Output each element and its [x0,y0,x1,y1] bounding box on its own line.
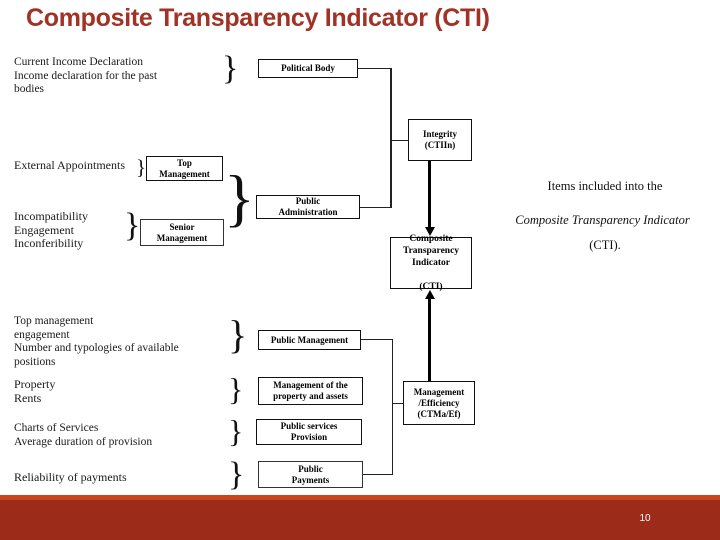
note-line-3: (CTI). [589,238,621,252]
text-current-income-declaration: Current Income Declaration Income declar… [14,56,158,95]
connector-public-administration [360,207,391,209]
box-public-management[interactable]: Public Management [258,330,361,350]
box-management-property-assets[interactable]: Management of the property and assets [258,377,363,405]
text-charts-of-services: Charts of Services Average duration of p… [14,422,153,448]
brace-property-rents: } [228,371,244,407]
connector-trunk-bottom [392,339,394,475]
text-top-management-engagement: Top management engagement Number and typ… [14,315,179,368]
brace-income-declaration: } [222,50,239,87]
connector-trunk-top [390,68,392,208]
box-composite-transparency-indicator[interactable]: Composite Transparency Indicator (CTI) [390,234,472,292]
page-number: 10 [639,513,651,524]
brace-top-management-engagement: } [228,312,248,357]
brace-reliability-of-payments: } [228,456,245,493]
text-reliability-of-payments: Reliability of payments [14,470,127,484]
connector-public-management [361,339,393,341]
note-line-2: Composite Transparency Indicator [515,213,690,227]
connector-integrity-in [390,140,409,142]
box-public-administration[interactable]: Public Administration [256,195,360,219]
footer-accent-strip [0,495,720,500]
text-incompatibility-group: Incompatibility Engagement Inconferibili… [14,209,88,250]
brace-charts-of-services: } [228,413,244,449]
text-property-rents: Property Rents [14,377,56,405]
connector-public-payments [363,474,393,476]
box-political-body[interactable]: Political Body [258,59,358,78]
arrow-integrity-to-cti-head [424,227,435,236]
brace-incompatibility: } [124,207,141,244]
arrow-management-to-cti-line [428,299,431,381]
brace-external-appointments: } [136,155,147,179]
footer-band [0,500,720,540]
box-management-efficiency[interactable]: Management /Efficiency (CTMa/Ef) [403,381,475,425]
box-senior-management[interactable]: Senior Management [140,219,224,246]
box-integrity[interactable]: Integrity (CTIIn) [408,119,472,161]
page-title: Composite Transparency Indicator (CTI) [26,4,490,32]
box-top-management[interactable]: Top Management [146,156,223,181]
arrow-management-to-cti-head [424,290,435,299]
connector-management-efficiency-in [392,403,404,405]
brace-management-group: } [224,162,255,233]
box-public-payments[interactable]: Public Payments [258,461,363,488]
text-external-appointments: External Appointments [14,158,125,172]
connector-political-body [358,68,391,70]
arrow-integrity-to-cti-line [428,161,431,227]
note-line-1: Items included into the [547,179,663,193]
box-public-services-provision[interactable]: Public services Provision [256,419,362,445]
